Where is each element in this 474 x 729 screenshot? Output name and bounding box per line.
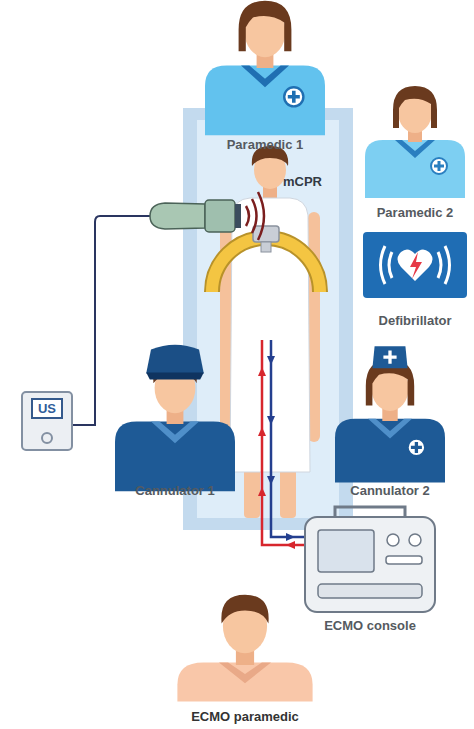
console-panel — [318, 584, 422, 598]
patient-leg — [244, 466, 260, 518]
badge-cross — [434, 161, 444, 171]
person-figure: Paramedic 2 — [360, 85, 470, 220]
arterial-tube — [262, 340, 305, 545]
ecmo-console: ECMO console — [300, 517, 440, 633]
console-knob — [387, 534, 399, 546]
flow-arrow — [286, 533, 295, 541]
console-screen — [318, 530, 374, 572]
device-icon: Defibrillator — [355, 232, 474, 328]
node-label: US — [31, 398, 63, 419]
ecmo-console — [305, 517, 435, 612]
cannulator-figure — [335, 346, 445, 482]
defibrillator-icon — [363, 232, 467, 298]
mcpr-plunger — [261, 242, 271, 252]
console-knob — [409, 534, 421, 546]
ecmo-paramedic-figure — [177, 595, 312, 702]
flow-arrow — [286, 541, 295, 549]
nurse-cap — [372, 346, 407, 368]
flow-arrow — [267, 416, 275, 425]
mcpr-arch — [212, 238, 320, 292]
shirt — [115, 422, 235, 492]
shirt — [365, 140, 465, 198]
signal-arc — [445, 246, 450, 284]
collar — [368, 419, 412, 439]
collar — [395, 140, 435, 158]
device-label: mCPR — [283, 174, 322, 189]
ultrasound-device: US — [22, 392, 72, 450]
node-label: ECMO console — [324, 618, 416, 633]
cap — [146, 345, 204, 374]
paramedic-figure — [365, 86, 465, 198]
badge — [408, 439, 426, 457]
ultrasound-device — [22, 392, 72, 450]
bolt-symbol — [410, 252, 422, 279]
heart-symbol — [398, 249, 433, 281]
probe-cable — [72, 216, 150, 425]
cap-cross — [383, 351, 396, 364]
collar — [219, 662, 271, 683]
signal-arc — [389, 252, 392, 278]
flow-arrow — [258, 427, 266, 436]
cap-brim — [146, 372, 204, 379]
cannulator-figure — [115, 345, 235, 491]
hair — [221, 595, 268, 624]
person-figure: Cannulator 2 — [330, 340, 450, 498]
badge-cross — [411, 442, 422, 453]
person-figure: ECMO paramedic — [150, 590, 340, 724]
console-buttons — [386, 556, 422, 564]
person-figure: Paramedic 1 — [200, 0, 330, 152]
sound-wave — [258, 192, 264, 240]
node-label: Cannulator 1 — [135, 483, 214, 498]
badge — [431, 158, 447, 174]
node-label: Paramedic 1 — [227, 137, 304, 152]
badge-cross — [288, 91, 300, 103]
collar — [151, 422, 199, 444]
paramedic-figure — [205, 1, 325, 135]
shirt — [177, 662, 312, 701]
probe-head — [205, 200, 235, 232]
flow-arrow — [258, 487, 266, 496]
flow-arrow — [267, 476, 275, 485]
hair — [239, 1, 292, 51]
shirt — [335, 419, 445, 483]
sound-wave — [246, 206, 249, 226]
patient-leg — [280, 466, 296, 518]
person-figure: Cannulator 1 — [110, 340, 240, 498]
mcpr-piston — [253, 226, 279, 242]
probe-tip — [235, 204, 241, 228]
flow-arrow — [258, 367, 266, 376]
node-label: Cannulator 2 — [350, 483, 429, 498]
flow-arrow — [267, 356, 275, 365]
device-button — [42, 433, 52, 443]
shirt — [205, 66, 325, 136]
probe-handle — [150, 203, 205, 229]
collar — [241, 66, 289, 88]
console-handle — [335, 507, 405, 517]
sound-wave — [252, 199, 257, 233]
signal-arc — [381, 246, 386, 284]
node-label: Paramedic 2 — [377, 205, 454, 220]
node-label: ECMO paramedic — [191, 709, 299, 724]
hair — [393, 86, 437, 128]
node-label: Defibrillator — [379, 313, 452, 328]
signal-arc — [438, 252, 441, 278]
badge — [284, 87, 303, 106]
mcpr-arch — [212, 238, 320, 292]
venous-tube — [271, 340, 305, 537]
